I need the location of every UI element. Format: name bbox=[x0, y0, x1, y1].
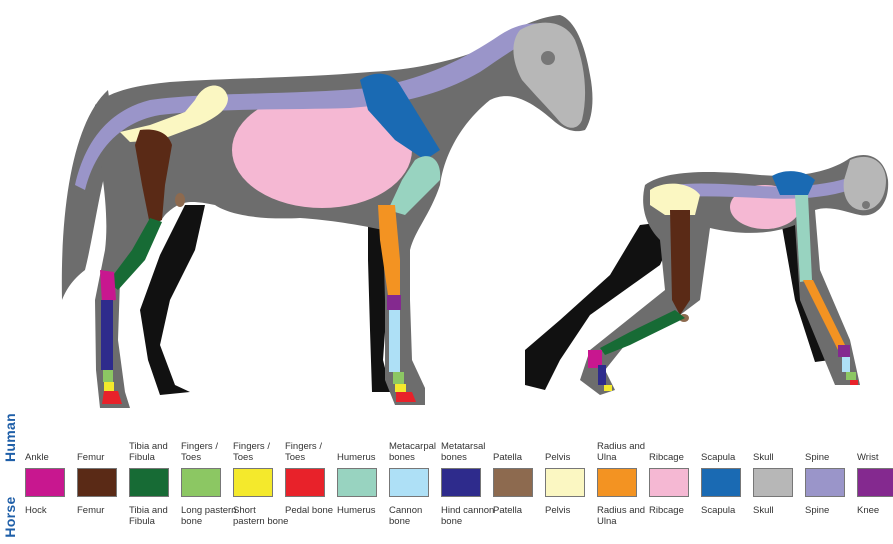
legend-swatch bbox=[233, 468, 273, 497]
legend-human-label: Scapula bbox=[701, 452, 757, 463]
legend-swatch bbox=[805, 468, 845, 497]
legend-human-label: Skull bbox=[753, 452, 809, 463]
legend-horse-label: Long pastern bone bbox=[181, 505, 237, 527]
legend-horse-label: Hind cannon bone bbox=[441, 505, 497, 527]
legend-human-label: Fingers / Toes bbox=[181, 441, 237, 463]
legend-horse-label: Knee bbox=[857, 505, 893, 516]
legend-swatch bbox=[545, 468, 585, 497]
legend-human-label: Fingers / Toes bbox=[285, 441, 341, 463]
legend-human-label: Ribcage bbox=[649, 452, 705, 463]
legend-swatch bbox=[493, 468, 533, 497]
legend-swatch bbox=[25, 468, 65, 497]
legend-human-label: Humerus bbox=[337, 452, 393, 463]
legend-swatch bbox=[857, 468, 893, 497]
legend-swatch bbox=[701, 468, 741, 497]
human-row-label: Human bbox=[2, 414, 18, 462]
legend-human-label: Metatarsal bones bbox=[441, 441, 497, 463]
legend-human-label: Spine bbox=[805, 452, 861, 463]
legend-horse-label: Pelvis bbox=[545, 505, 601, 516]
legend-swatch bbox=[597, 468, 637, 497]
legend-horse-label: Scapula bbox=[701, 505, 757, 516]
legend-swatch bbox=[181, 468, 221, 497]
legend-human-label: Patella bbox=[493, 452, 549, 463]
legend-horse-label: Humerus bbox=[337, 505, 393, 516]
legend-horse-label: Femur bbox=[77, 505, 133, 516]
legend-horse-label: Cannon bone bbox=[389, 505, 445, 527]
legend-swatch bbox=[649, 468, 689, 497]
legend-human-label: Pelvis bbox=[545, 452, 601, 463]
legend-human-label: Fingers / Toes bbox=[233, 441, 289, 463]
legend-swatch bbox=[77, 468, 117, 497]
legend-swatch bbox=[753, 468, 793, 497]
horse-row-label: Horse bbox=[2, 493, 18, 541]
legend-horse-label: Short pastern bone bbox=[233, 505, 289, 527]
legend-human-label: Radius and Ulna bbox=[597, 441, 653, 463]
legend-horse-label: Hock bbox=[25, 505, 81, 516]
legend-human-label: Tibia and Fibula bbox=[129, 441, 185, 463]
legend-horse-label: Spine bbox=[805, 505, 861, 516]
legend-horse-label: Ribcage bbox=[649, 505, 705, 516]
legend-human-label: Metacarpal bones bbox=[389, 441, 445, 463]
legend-swatch bbox=[337, 468, 377, 497]
legend-horse-label: Patella bbox=[493, 505, 549, 516]
legend-horse-label: Skull bbox=[753, 505, 809, 516]
legend-swatch bbox=[285, 468, 325, 497]
legend-horse-label: Radius and Ulna bbox=[597, 505, 653, 527]
legend-horse-label: Tibia and Fibula bbox=[129, 505, 185, 527]
legend-swatch bbox=[389, 468, 429, 497]
legend-horse-label: Pedal bone bbox=[285, 505, 341, 516]
legend-swatch bbox=[441, 468, 481, 497]
legend-human-label: Wrist bbox=[857, 452, 893, 463]
legend-human-label: Femur bbox=[77, 452, 133, 463]
legend-swatch bbox=[129, 468, 169, 497]
legend-human-label: Ankle bbox=[25, 452, 81, 463]
